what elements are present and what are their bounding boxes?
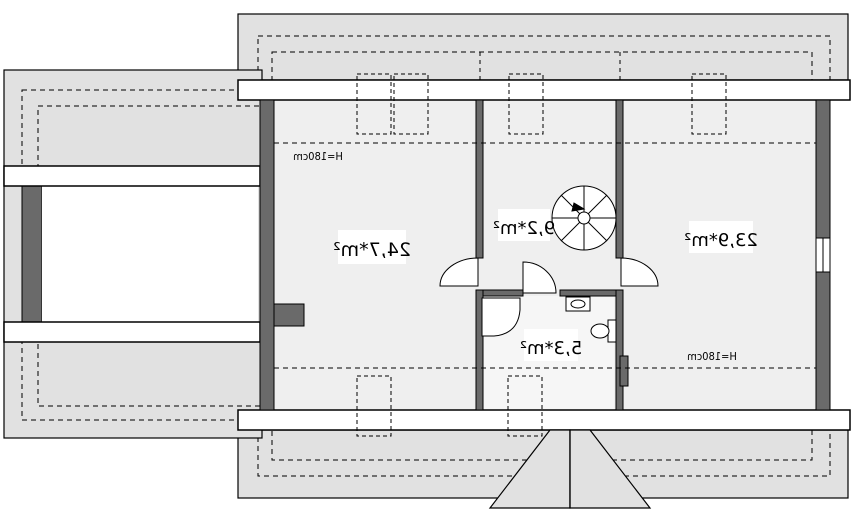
wc-bowl [590,323,610,339]
height-label-right: H=180cm [687,350,737,363]
spiral-staircase [551,185,617,251]
area-label-right-text: 23,9*m² [684,230,758,251]
height-label-left: H=180cm [293,150,343,163]
roof-upper [237,13,849,81]
height-lines [274,142,816,369]
eave-beam-top [237,79,851,101]
area-label-left-text: 24,7*m² [333,239,411,261]
height-label-left-text: H=180cm [293,150,343,163]
eave-beam-bottom [237,409,851,431]
window-right [815,237,831,273]
roof-windows [356,73,727,437]
area-label-right: 23,9*m² [684,221,758,253]
bathroom-fixtures [481,296,617,343]
left-wing [3,69,263,439]
area-label-hall-text: 9,2*m² [493,218,555,239]
door-swings [439,257,659,294]
area-label-bath-text: 5,3*m² [520,338,582,359]
height-label-right-text: H=180cm [687,350,737,363]
shower-tray [481,297,521,337]
area-label-bath: 5,3*m² [520,329,582,361]
area-label-left: 24,7*m² [333,230,411,264]
area-label-hall: 9,2*m² [493,209,555,241]
dormer-lower [488,429,652,509]
